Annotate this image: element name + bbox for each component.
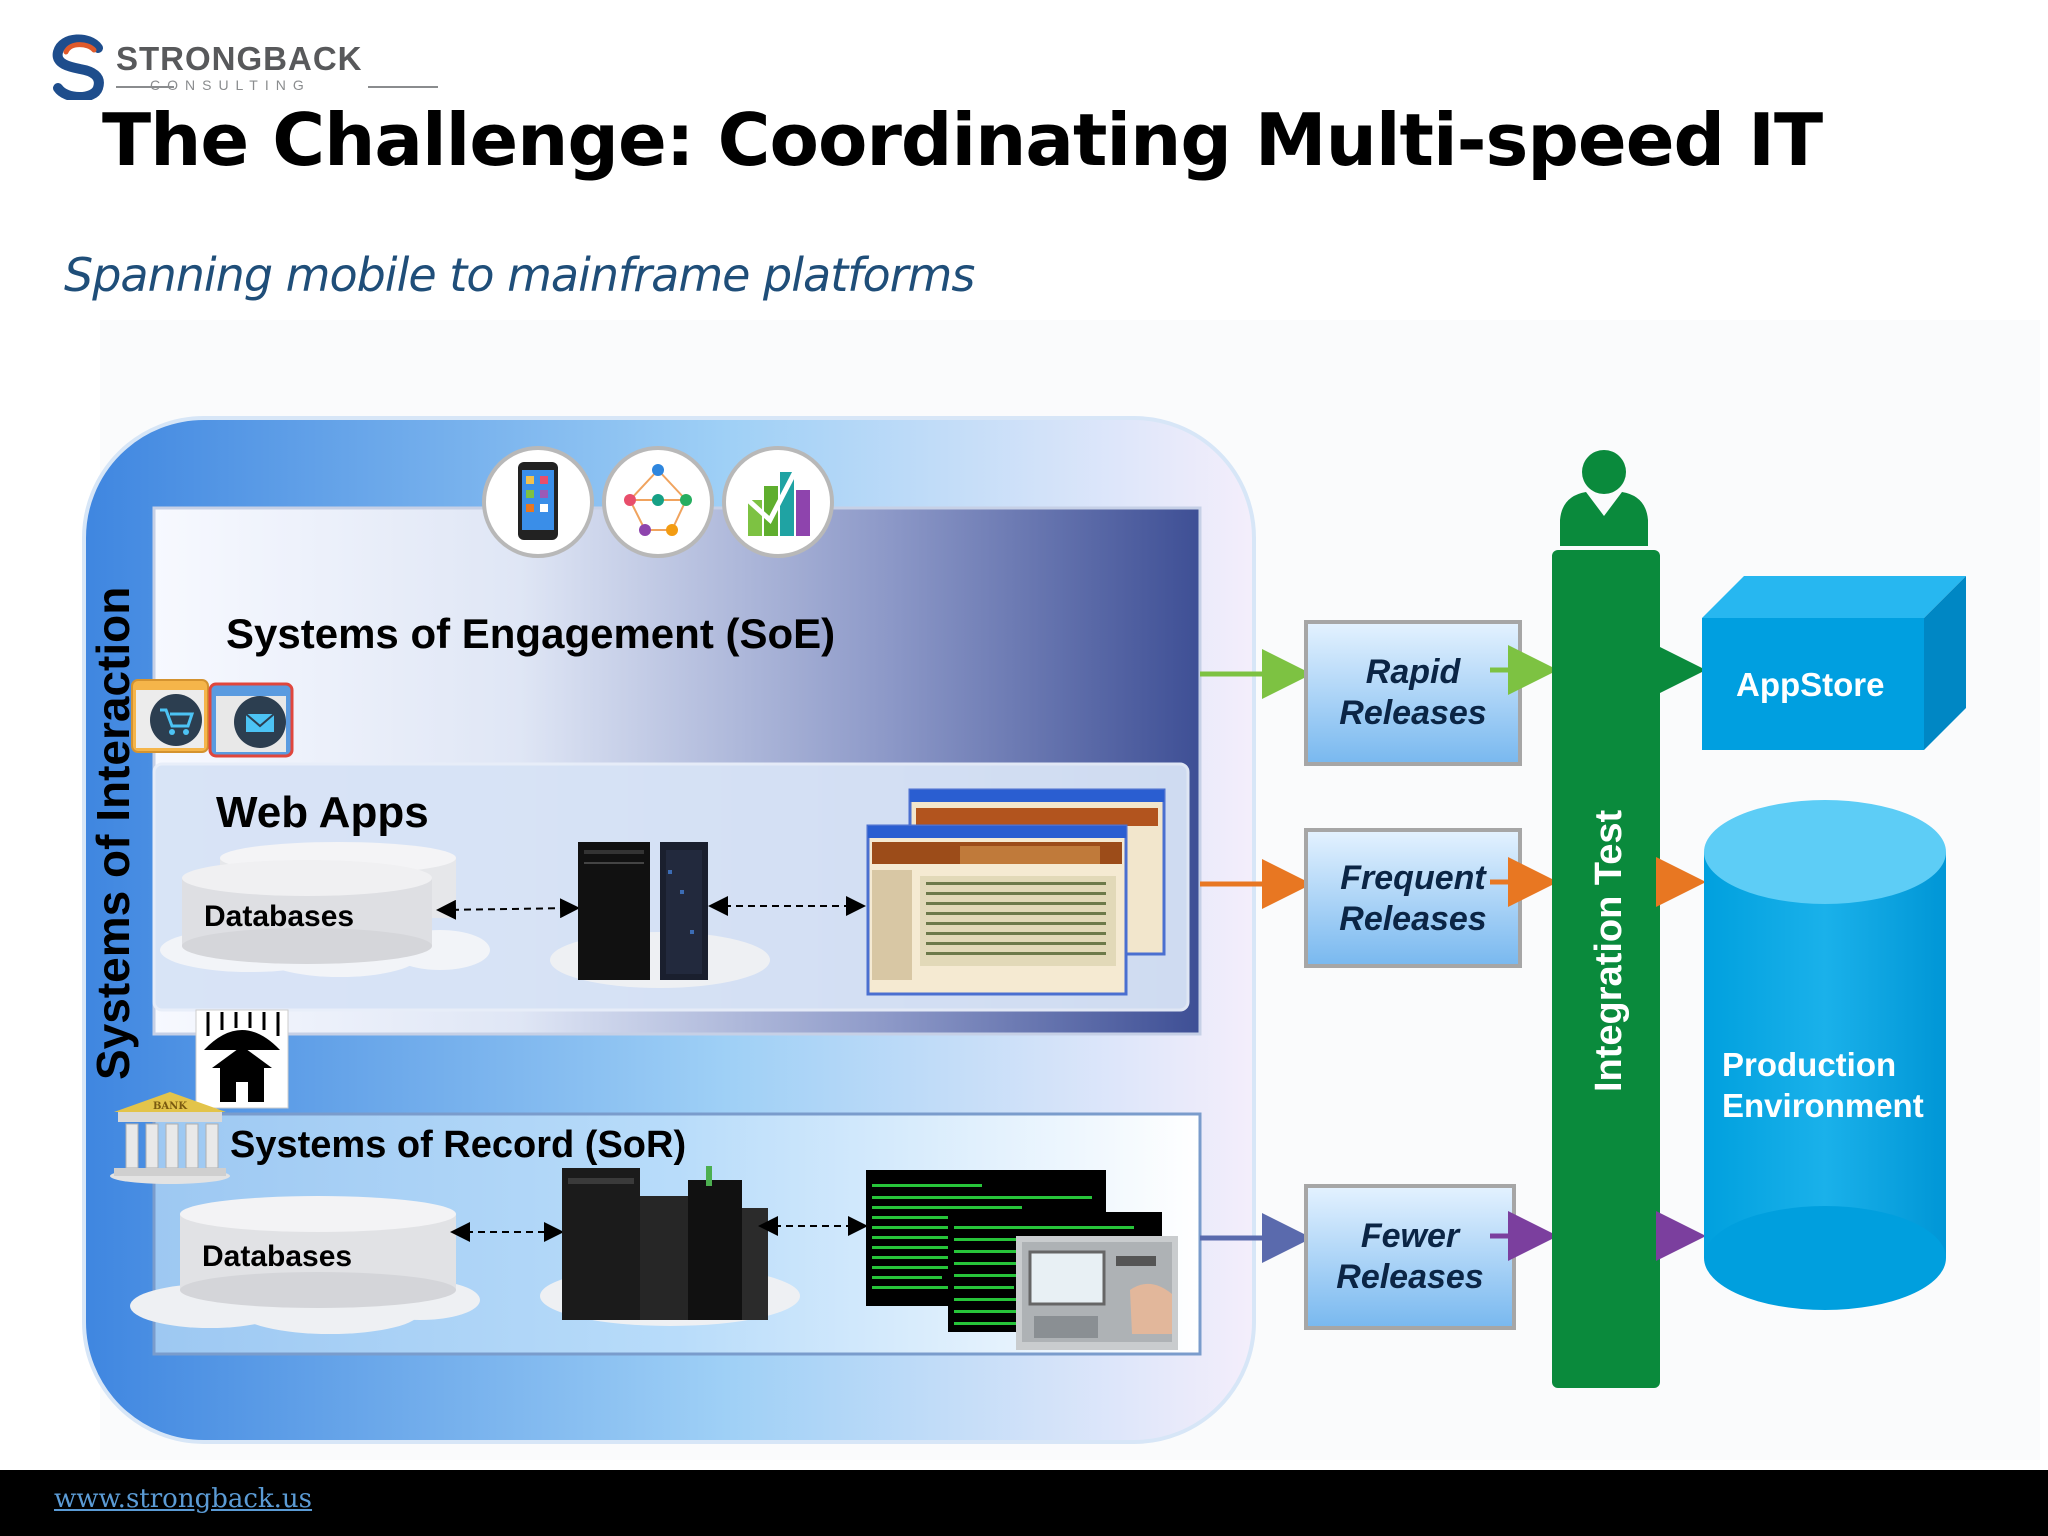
frequent-releases-line1: Frequent (1340, 859, 1486, 897)
web-databases-label: Databases (204, 900, 355, 933)
production-cylinder (1704, 800, 1946, 1310)
integration-test-label: Integration Test (1588, 809, 1630, 1092)
rapid-releases-box (1304, 620, 1522, 766)
appstore-label: AppStore (1736, 666, 1885, 703)
sor-databases-label: Databases (202, 1240, 353, 1273)
appstore-cube (1702, 576, 1966, 750)
company-logo: STRONGBACK CONSULTING (50, 30, 438, 110)
logo-rule-left (116, 86, 174, 88)
shopping-cart-icon (131, 679, 209, 753)
web-apps-label: Web Apps (216, 788, 429, 837)
systems-of-interaction-label: Systems of Interaction (87, 586, 139, 1080)
social-network-icon (602, 446, 714, 558)
frequent-releases-box (1304, 828, 1522, 968)
bank-icon: BANK (110, 1092, 230, 1184)
frequent-releases-label: Frequent Releases (1306, 858, 1520, 940)
production-line1: Production (1722, 1046, 1897, 1083)
strongback-s-icon (52, 34, 104, 100)
sor-label: Systems of Record (SoR) (230, 1124, 687, 1166)
logo-tagline: CONSULTING (150, 77, 311, 93)
rapid-releases-line2: Releases (1339, 694, 1487, 732)
mail-icon (208, 682, 294, 758)
footer-bar: www.strongback.us (0, 1470, 2048, 1536)
slide-subtitle: Spanning mobile to mainframe platforms (64, 248, 975, 302)
multi-speed-it-diagram: BANK (82, 416, 1966, 1444)
analytics-chart-icon (722, 446, 834, 558)
bank-sign: BANK (153, 1101, 187, 1112)
web-app-screenshots (866, 788, 1166, 996)
fewer-releases-label: Fewer Releases (1306, 1216, 1514, 1298)
mainframe-servers-graphic (540, 1166, 800, 1326)
sor-databases-graphic (130, 1196, 480, 1334)
frequent-releases-line2: Releases (1339, 900, 1487, 938)
atm-photo-graphic (1016, 1236, 1178, 1350)
rapid-releases-line1: Rapid (1365, 653, 1461, 691)
fewer-releases-line2: Releases (1336, 1258, 1484, 1296)
rapid-releases-label: Rapid Releases (1306, 652, 1520, 734)
web-servers-graphic (550, 842, 770, 988)
logo-rule-right (368, 86, 438, 88)
soe-label: Systems of Engagement (SoE) (226, 610, 836, 657)
website-link[interactable]: www.strongback.us (54, 1484, 313, 1514)
production-environment-label: Production Environment (1722, 1044, 1924, 1126)
integration-test-bar (1552, 450, 1660, 1388)
house-umbrella-icon (195, 1009, 289, 1109)
logo-name: STRONGBACK (116, 40, 363, 77)
production-line2: Environment (1722, 1087, 1924, 1124)
mobile-app-icon (482, 446, 594, 558)
web-databases-graphic (160, 842, 490, 977)
slide-title: The Challenge: Coordinating Multi-speed … (102, 98, 1823, 182)
fewer-releases-line1: Fewer (1360, 1217, 1460, 1255)
